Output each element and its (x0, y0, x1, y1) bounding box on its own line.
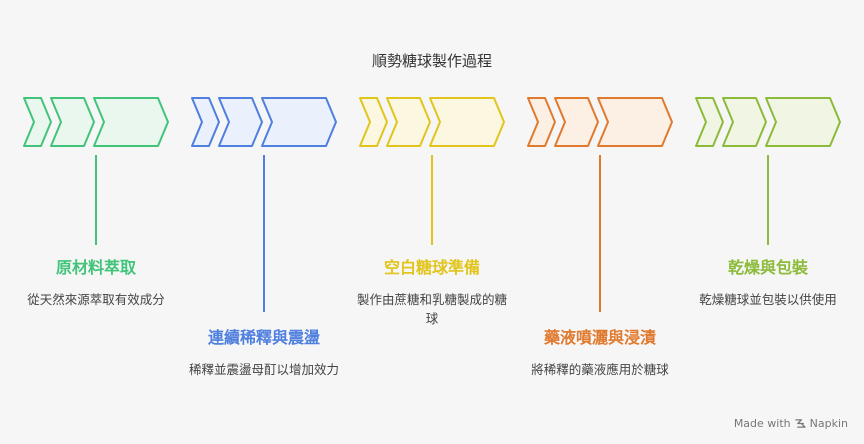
step-2-connector-line (263, 155, 265, 312)
step-5-large-chevron (765, 97, 841, 147)
napkin-logo-icon (794, 419, 806, 428)
step-title-2: 連續稀釋與震盪 (207, 328, 320, 347)
step-1-large-chevron (93, 97, 169, 147)
step-2-small-chevron-b (218, 97, 263, 147)
step-description-1: 從天然來源萃取有效成分 (27, 292, 165, 307)
napkin-brand-label: Napkin (809, 417, 848, 430)
step-3-connector-line (431, 155, 433, 245)
step-5-connector-line (767, 155, 769, 245)
made-with-napkin-badge[interactable]: Made with Napkin (734, 417, 848, 430)
step-1-small-chevron-a (23, 97, 52, 147)
step-5-small-chevron-b (722, 97, 767, 147)
step-5-small-chevron-a (695, 97, 724, 147)
step-4-small-chevron-a (527, 97, 556, 147)
step-4-small-chevron-b (554, 97, 599, 147)
step-description-3: 製作由蔗糖和乳糖製成的糖球 (357, 292, 508, 326)
step-3-small-chevron-a (359, 97, 388, 147)
step-2-large-chevron (261, 97, 337, 147)
chevron-row (23, 97, 841, 147)
step-3-small-chevron-b (386, 97, 431, 147)
made-with-label: Made with (733, 417, 791, 430)
step-4-connector-line (599, 155, 601, 312)
step-title-1: 原材料萃取 (55, 258, 136, 277)
step-1-small-chevron-b (50, 97, 95, 147)
step-title-5: 乾燥與包裝 (727, 258, 808, 277)
step-title-3: 空白糖球準備 (383, 258, 480, 277)
step-1-connector-line (95, 155, 97, 245)
step-4-large-chevron (597, 97, 673, 147)
step-title-4: 藥液噴灑與浸漬 (543, 328, 656, 347)
step-description-4: 將稀釋的藥液應用於糖球 (531, 362, 669, 377)
step-2-small-chevron-a (191, 97, 220, 147)
step-description-5: 乾燥糖球並包裝以供使用 (699, 292, 837, 307)
step-description-2: 稀釋並震盪母酊以增加效力 (189, 362, 340, 377)
diagram-title: 順勢糖球製作過程 (371, 52, 492, 70)
step-3-large-chevron (429, 97, 505, 147)
